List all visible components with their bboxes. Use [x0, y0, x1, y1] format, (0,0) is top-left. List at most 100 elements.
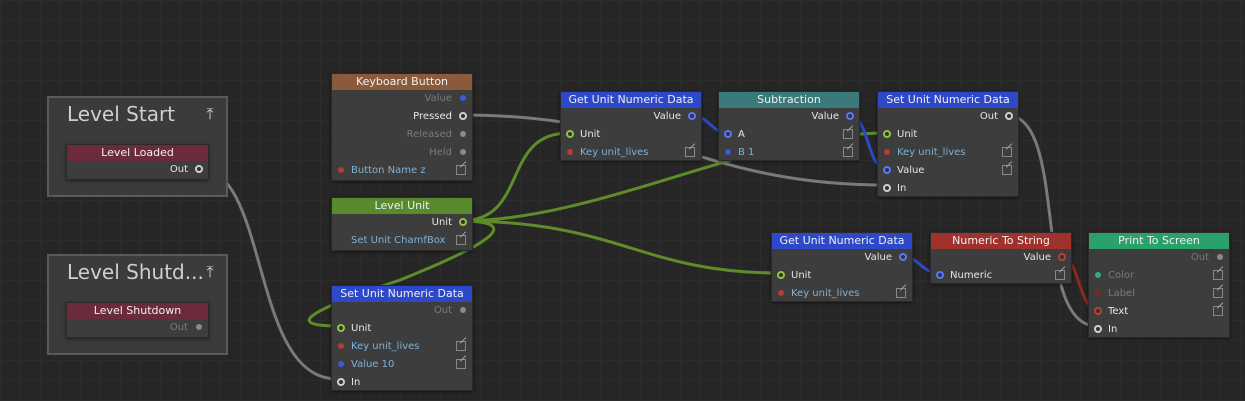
numeric-in-pin[interactable]: [338, 361, 344, 367]
edit-icon[interactable]: [456, 359, 466, 369]
pin-label: Value: [897, 165, 925, 176]
exec-out-pin[interactable]: [196, 324, 202, 330]
unit-in-pin[interactable]: [566, 130, 574, 138]
node-get-unit-numeric-data-2[interactable]: Get Unit Numeric Data Value Unit Key uni…: [771, 232, 913, 302]
field-label: Key unit_lives: [897, 147, 966, 158]
string-in-pin[interactable]: [567, 149, 573, 155]
exec-out-pin[interactable]: [460, 307, 466, 313]
field-label: Button Name z: [351, 165, 426, 176]
pin-row-value: Value: [719, 108, 859, 126]
node-get-unit-numeric-data-1[interactable]: Get Unit Numeric Data Value Unit Key uni…: [560, 91, 702, 161]
edit-icon[interactable]: [843, 129, 853, 139]
pin-label: Held: [429, 147, 452, 158]
exec-in-pin[interactable]: [883, 184, 891, 192]
node-print-to-screen[interactable]: Print To Screen Out Color Label Text In: [1088, 232, 1230, 338]
pin-label: Out: [1190, 252, 1209, 263]
exec-in-pin[interactable]: [337, 378, 345, 386]
string-in-pin[interactable]: [1095, 290, 1101, 296]
pin-label: Unit: [897, 129, 918, 140]
string-in-pin[interactable]: [1094, 307, 1102, 315]
pin-label: Unit: [351, 323, 372, 334]
numeric-out-pin[interactable]: [688, 112, 696, 120]
numeric-in-pin[interactable]: [724, 130, 732, 138]
pin-label: Label: [1108, 288, 1135, 299]
edit-icon[interactable]: [1055, 270, 1065, 280]
edit-icon[interactable]: [456, 165, 466, 175]
node-level-unit[interactable]: Level Unit Unit Set Unit ChamfBox: [331, 197, 473, 251]
pin-label: Numeric: [950, 270, 993, 281]
pin-row-unit: Unit: [878, 126, 1018, 144]
node-set-unit-numeric-data-2[interactable]: Set Unit Numeric Data Out Unit Key unit_…: [877, 91, 1019, 197]
node-level-shutdown[interactable]: Level Shutdown Out: [66, 302, 209, 338]
numeric-out-pin[interactable]: [846, 112, 854, 120]
node-keyboard-button[interactable]: Keyboard Button Value Pressed Released H…: [331, 73, 473, 181]
field-label: Set Unit ChamfBox: [351, 235, 446, 246]
edit-icon[interactable]: [1002, 165, 1012, 175]
pin-label: Value: [1023, 252, 1051, 263]
node-level-loaded[interactable]: Level Loaded Out: [66, 144, 209, 180]
node-title: Numeric To String: [931, 233, 1071, 249]
edit-icon[interactable]: [1213, 288, 1223, 298]
edit-icon[interactable]: [896, 288, 906, 298]
pin-row-unit: Unit: [332, 320, 472, 338]
node-numeric-to-string[interactable]: Numeric To String Value Numeric: [930, 232, 1072, 284]
pin-row-out: Out: [1089, 249, 1229, 267]
pin-row-in: In: [878, 180, 1018, 198]
unit-in-pin[interactable]: [337, 324, 345, 332]
field-label: Key unit_lives: [351, 341, 420, 352]
pin-row-button-name: Button Name z: [332, 162, 472, 180]
exec-out-pin[interactable]: [460, 149, 466, 155]
collapse-up-icon[interactable]: ⤒: [206, 104, 214, 123]
exec-out-pin[interactable]: [1217, 254, 1223, 260]
edit-icon[interactable]: [1213, 270, 1223, 280]
string-in-pin[interactable]: [778, 290, 784, 296]
node-title: Get Unit Numeric Data: [772, 233, 912, 249]
numeric-out-pin[interactable]: [899, 253, 907, 261]
unit-out-pin[interactable]: [459, 218, 467, 226]
pin-label: Released: [406, 129, 452, 140]
pin-label: Out: [169, 322, 188, 333]
wire-exec-setunit2-print: [1005, 113, 1098, 328]
numeric-in-pin[interactable]: [883, 166, 891, 174]
node-subtraction[interactable]: Subtraction Value A B 1: [718, 91, 860, 161]
pin-row-numeric: Numeric: [931, 267, 1071, 285]
string-in-pin[interactable]: [884, 149, 890, 155]
unit-in-pin[interactable]: [777, 271, 785, 279]
string-in-pin[interactable]: [338, 343, 344, 349]
pin-row-unit: Unit: [332, 214, 472, 232]
pin-row-released: Released: [332, 126, 472, 144]
pin-row-a: A: [719, 126, 859, 144]
pin-row-key: Key unit_lives: [878, 144, 1018, 162]
string-in-pin[interactable]: [338, 167, 344, 173]
edit-icon[interactable]: [1002, 147, 1012, 157]
edit-icon[interactable]: [1213, 306, 1223, 316]
edit-icon[interactable]: [456, 341, 466, 351]
numeric-out-pin[interactable]: [460, 95, 466, 101]
pin-label: Unit: [431, 217, 452, 228]
wire-unit-levelunit-setunit1: [307, 219, 496, 328]
string-out-pin[interactable]: [1058, 253, 1066, 261]
exec-out-pin[interactable]: [459, 112, 467, 120]
numeric-in-pin[interactable]: [936, 271, 944, 279]
pin-label: Value: [864, 252, 892, 263]
exec-out-pin[interactable]: [195, 165, 203, 173]
numeric-in-pin[interactable]: [725, 149, 731, 155]
node-set-unit-numeric-data-1[interactable]: Set Unit Numeric Data Out Unit Key unit_…: [331, 285, 473, 391]
edit-icon[interactable]: [456, 235, 466, 245]
field-label: B 1: [738, 147, 755, 158]
unit-in-pin[interactable]: [883, 130, 891, 138]
exec-out-pin[interactable]: [1005, 112, 1013, 120]
edit-icon[interactable]: [685, 147, 695, 157]
pin-row-value: Value: [772, 249, 912, 267]
node-title: Print To Screen: [1089, 233, 1229, 249]
pin-row-pressed: Pressed: [332, 108, 472, 126]
pin-label: In: [897, 183, 907, 194]
color-in-pin[interactable]: [1095, 272, 1101, 278]
pin-label: Text: [1108, 306, 1129, 317]
exec-out-pin[interactable]: [460, 131, 466, 137]
pin-label: Value: [653, 111, 681, 122]
pin-row-key: Key unit_lives: [561, 144, 701, 162]
edit-icon[interactable]: [843, 147, 853, 157]
collapse-up-icon[interactable]: ⤒: [206, 262, 214, 281]
exec-in-pin[interactable]: [1094, 325, 1102, 333]
